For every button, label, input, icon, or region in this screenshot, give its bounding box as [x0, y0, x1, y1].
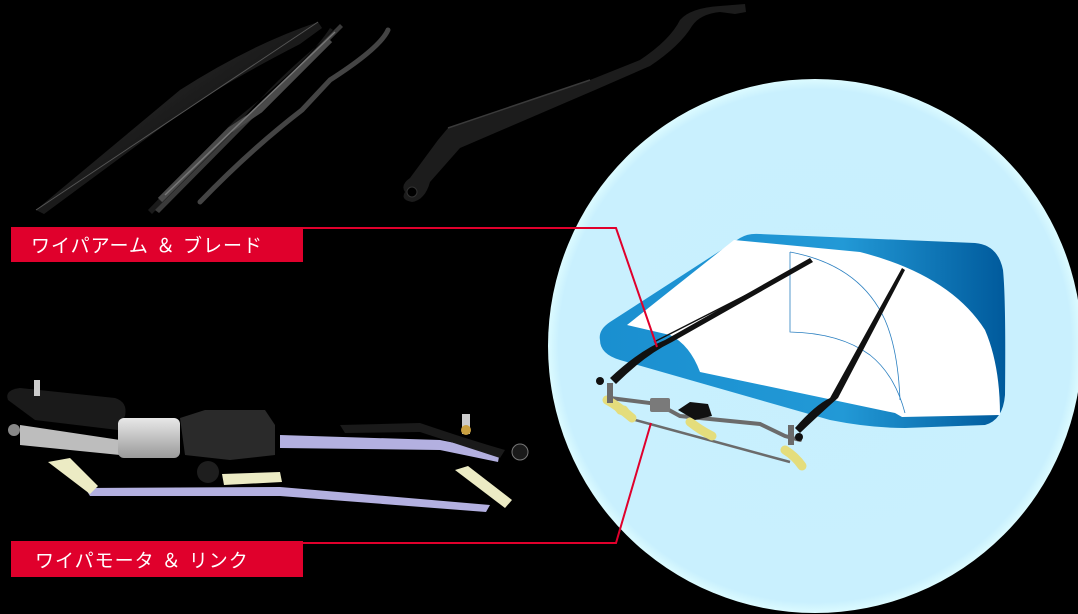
- wiper-motor-linkage: [7, 380, 529, 512]
- wiper-blade-1: [35, 21, 322, 214]
- connector-line-arm-blade: [302, 227, 658, 348]
- label-motor-link: ワイパモータ ＆ リンク: [11, 541, 303, 577]
- label-arm-blade: ワイパアーム ＆ ブレード: [11, 227, 303, 262]
- wiper-blade-3: [155, 24, 343, 213]
- linkage-illustration: [596, 377, 807, 471]
- label-motor-link-text: ワイパモータ ＆ リンク: [35, 549, 249, 572]
- windshield-illustration: [599, 233, 1006, 433]
- wiper-arm: [403, 4, 746, 202]
- connector-line-motor-link: [303, 422, 652, 544]
- label-arm-blade-text: ワイパアーム ＆ ブレード: [31, 235, 263, 257]
